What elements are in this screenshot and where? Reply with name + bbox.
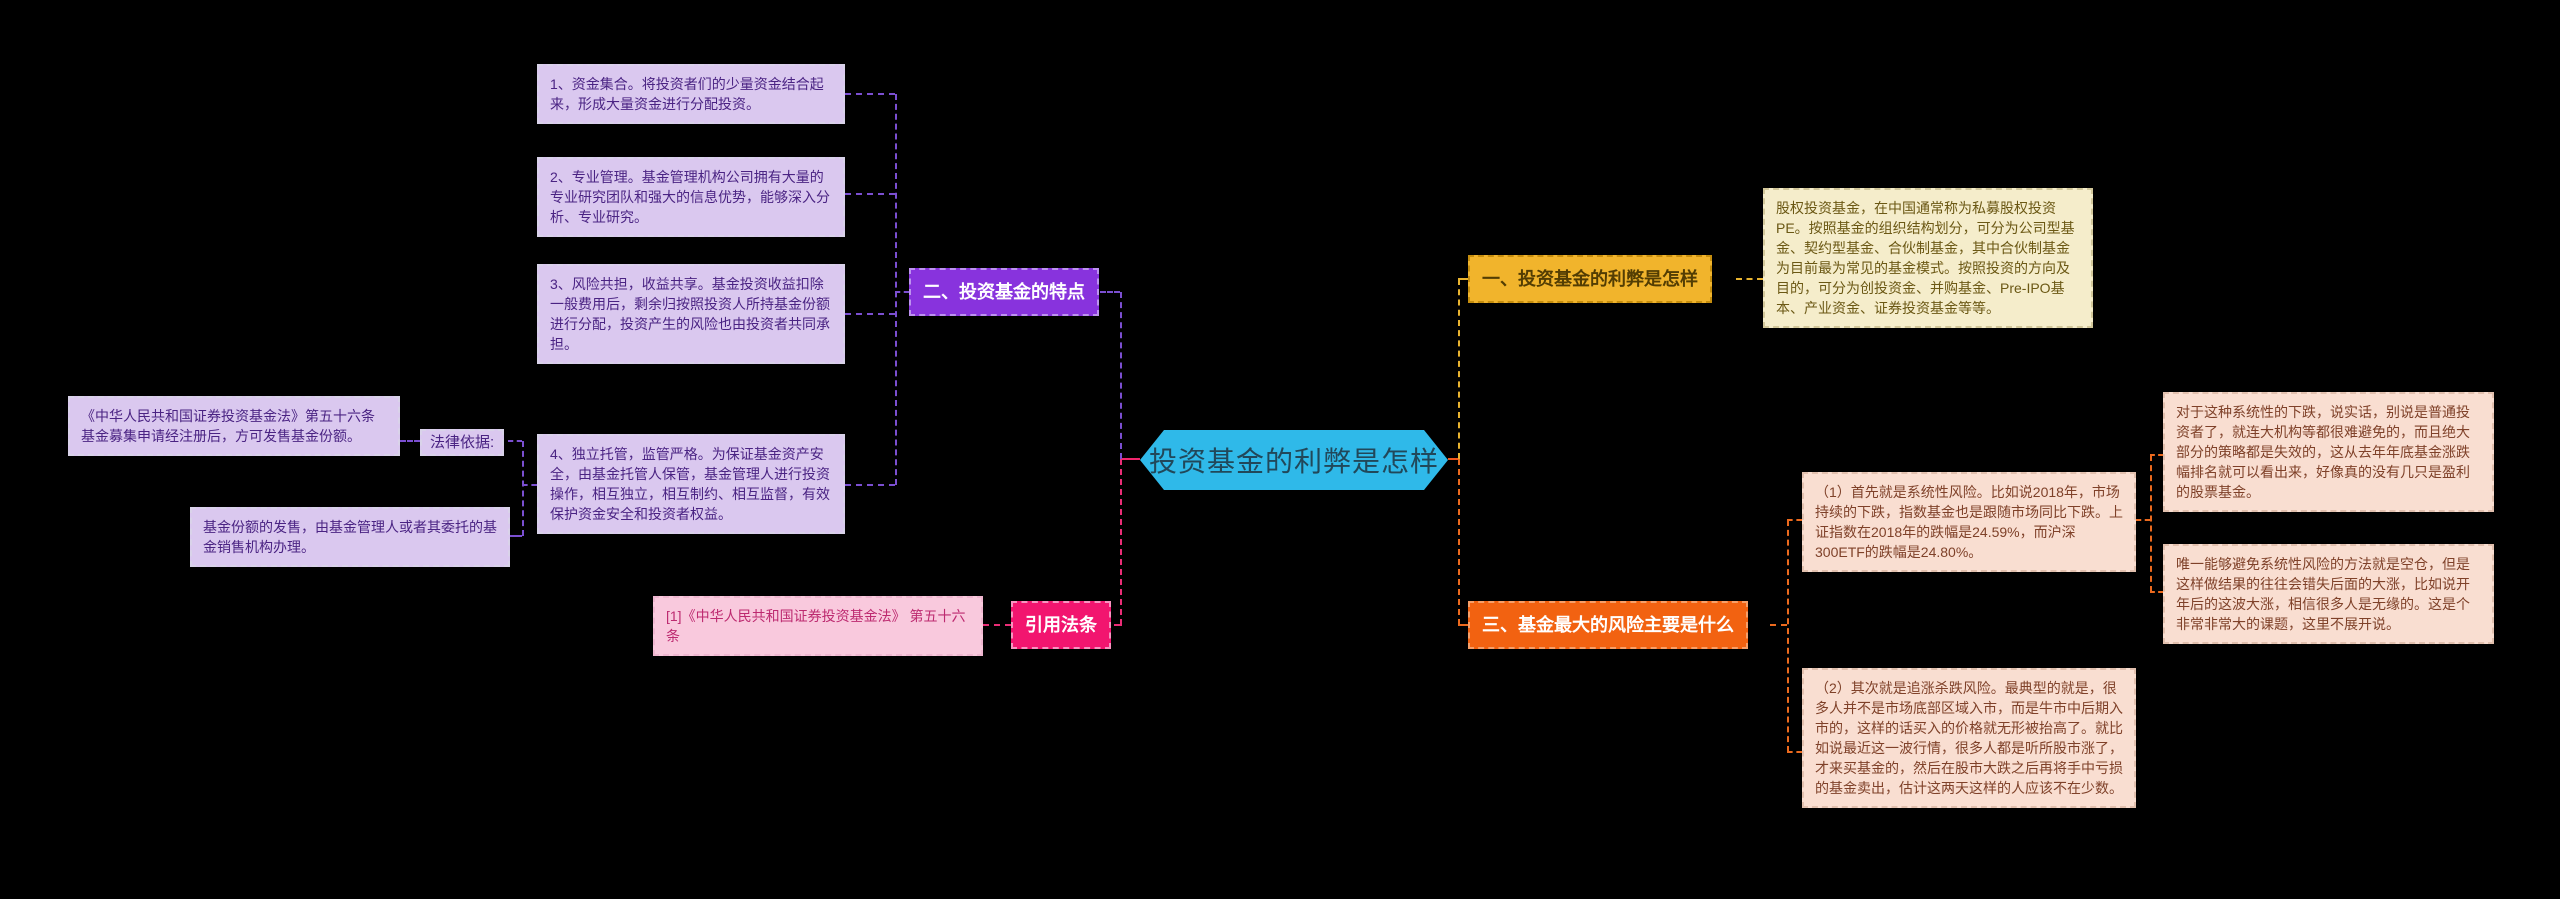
central-topic-node[interactable]: 投资基金的利弊是怎样 <box>1140 430 1448 490</box>
connector-line <box>2150 591 2163 593</box>
connector-line <box>1458 459 1460 625</box>
systemic-risk-note-box[interactable]: 对于这种系统性的下跌，说实话，别说是普通投资者了，就连大机构等都很难避免的，而且… <box>2163 392 2494 512</box>
connector-line <box>1100 291 1120 293</box>
branch-node-pros-cons[interactable]: 一、投资基金的利弊是怎样 <box>1468 255 1712 303</box>
avoid-risk-note-box[interactable]: 唯一能够避免系统性风险的方法就是空仓，但是这样做结果的往往会错失后面的大涨，比如… <box>2163 544 2494 644</box>
feature-item-3[interactable]: 3、风险共担，收益共享。基金投资收益扣除一般费用后，剩余归按照投资人所持基金份额… <box>537 264 845 364</box>
connector-line <box>895 94 897 485</box>
connector-line <box>983 624 1011 626</box>
central-topic-label: 投资基金的利弊是怎样 <box>1148 446 1439 477</box>
legal-basis-node[interactable]: 法律依据: <box>420 429 505 456</box>
feature-item-4[interactable]: 4、独立托管，监管严格。为保证基金资产安全，由基金托管人保管，基金管理人进行投资… <box>537 434 845 534</box>
feature-item-2[interactable]: 2、专业管理。基金管理机构公司拥有大量的专业研究团队和强大的信息优势，能够深入分… <box>537 157 845 237</box>
connector-line <box>845 193 895 195</box>
connector-line <box>2150 455 2152 592</box>
connector-line <box>1787 519 1802 521</box>
connector-line <box>895 291 909 293</box>
branch-node-risks[interactable]: 三、基金最大的风险主要是什么 <box>1468 601 1748 649</box>
connector-line <box>1120 292 1122 459</box>
connector-line <box>1736 278 1763 280</box>
connector-line <box>845 484 895 486</box>
risk-item-1-box[interactable]: （1）首先就是系统性风险。比如说2018年，市场持续的下跌，指数基金也是跟随市场… <box>1802 472 2136 572</box>
connector-line <box>522 441 524 536</box>
connector-line <box>510 535 522 537</box>
connector-line <box>1770 624 1787 626</box>
equity-fund-box[interactable]: 股权投资基金，在中国通常称为私募股权投资PE。按照基金的组织结构划分，可分为公司… <box>1763 188 2093 328</box>
cited-law-node[interactable]: 引用法条 <box>1011 601 1111 649</box>
connector-line <box>1122 458 1140 460</box>
connector-line <box>1458 624 1468 626</box>
risk-item-2-box[interactable]: （2）其次就是追涨杀跌风险。最典型的就是，很多人并不是市场底部区域入市，而是牛市… <box>1802 668 2136 808</box>
connector-line <box>2150 454 2163 456</box>
connector-line <box>1458 278 1468 280</box>
cited-law-item-box[interactable]: [1]《中华人民共和国证券投资基金法》 第五十六条 <box>653 596 983 656</box>
connector-line <box>845 313 895 315</box>
connector-line <box>522 484 537 486</box>
connector-line <box>2136 519 2150 521</box>
connector-line <box>845 93 895 95</box>
law-article-box[interactable]: 《中华人民共和国证券投资基金法》第五十六条 基金募集申请经注册后，方可发售基金份… <box>68 396 400 456</box>
connector-line <box>1114 624 1122 626</box>
connector-line <box>1448 458 1459 460</box>
connector-line <box>1787 751 1802 753</box>
connector-line <box>400 440 420 442</box>
connector-line <box>1458 279 1460 459</box>
branch-node-features[interactable]: 二、投资基金的特点 <box>909 268 1099 316</box>
connector-line <box>1787 520 1789 752</box>
share-sale-box[interactable]: 基金份额的发售，由基金管理人或者其委托的基金销售机构办理。 <box>190 507 510 567</box>
connector-line <box>1120 459 1122 625</box>
connector-line <box>508 440 522 442</box>
feature-item-1[interactable]: 1、资金集合。将投资者们的少量资金结合起来，形成大量资金进行分配投资。 <box>537 64 845 124</box>
